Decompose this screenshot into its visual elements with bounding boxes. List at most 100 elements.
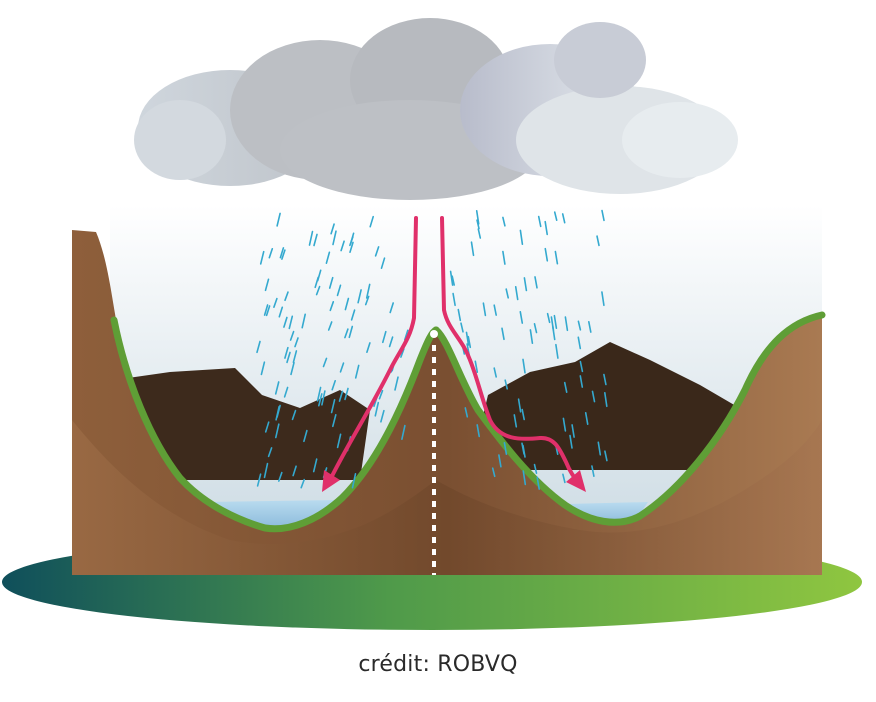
rain-drop [256, 340, 261, 354]
rain-drop [349, 241, 354, 253]
rain-drop [354, 364, 360, 379]
rain-drop [452, 292, 456, 307]
rain-drop [256, 473, 262, 487]
rain-drop [268, 248, 274, 259]
rain-drop [330, 398, 336, 414]
rain-drop [514, 285, 519, 301]
rain-drop [493, 367, 498, 378]
rain-drop [533, 322, 538, 334]
rain-drop [584, 411, 589, 426]
rain-drop [561, 213, 566, 224]
rain-drop [571, 424, 575, 438]
rain-drop [294, 337, 299, 348]
rain-drop [316, 386, 322, 402]
rain-drop [553, 314, 558, 330]
rain-drop [401, 424, 406, 441]
rain-drop [276, 212, 281, 227]
mountain-ridge [72, 230, 822, 575]
rain-drop [503, 441, 508, 456]
rain-drop [475, 210, 480, 225]
rain-drop [338, 390, 344, 402]
rain-drop [332, 230, 337, 246]
rain-drop [374, 246, 380, 257]
rain-drop [365, 283, 371, 299]
rain-drop [534, 276, 538, 289]
rain-drop [477, 228, 482, 239]
rain-drop [344, 328, 349, 339]
rain-drop [308, 230, 314, 246]
grass-left-slope [110, 316, 440, 533]
rain-drop [521, 408, 526, 421]
rain-drop [344, 297, 350, 311]
rain-drop [491, 467, 496, 478]
rain-drop [263, 304, 269, 316]
rain-drop [403, 329, 409, 341]
rain-drop [457, 308, 462, 322]
rain-drop [464, 407, 469, 418]
rain-drop [357, 289, 362, 304]
rain-drop [587, 320, 592, 333]
rain-drop [529, 329, 534, 345]
rain-drop [465, 331, 470, 346]
rain-drop [380, 257, 386, 270]
rain-drop [551, 325, 556, 341]
rain-drop [277, 471, 283, 482]
rain-drop [577, 320, 582, 331]
rain-drops [256, 209, 608, 490]
rain-drop [301, 313, 307, 329]
rain-drop [553, 211, 558, 221]
rain-drop [327, 321, 333, 331]
rain-drop [303, 429, 308, 443]
rain-drop [283, 316, 288, 328]
rain-drop [290, 361, 295, 376]
rain-drop [519, 229, 524, 245]
rain-drop [339, 362, 345, 373]
rain-drop [603, 391, 608, 408]
rain-drop [563, 381, 568, 394]
rain-drop [291, 409, 297, 421]
rain-drop [498, 454, 502, 468]
rain-drop [501, 327, 505, 341]
rain-drop [577, 336, 582, 350]
rain-drop [314, 276, 320, 289]
rain-drop [597, 441, 602, 456]
rain-drop [601, 291, 605, 307]
rain-drop [596, 235, 600, 247]
rain-drop [267, 447, 273, 458]
rain-drop [274, 381, 280, 395]
rain-drop [364, 295, 370, 306]
rain-drop [388, 336, 394, 348]
rain-drop [591, 390, 596, 403]
rain-drop [289, 330, 295, 341]
rain-drop [493, 304, 498, 316]
rain-drop [449, 270, 454, 286]
rain-drop [344, 387, 349, 401]
rain-drop [281, 249, 286, 260]
rain-drop [369, 215, 375, 228]
rain-drop [274, 423, 280, 439]
rain-drop [313, 233, 318, 247]
rain-drop [536, 476, 541, 490]
rain-drop [283, 386, 289, 398]
rain-drop [502, 216, 506, 227]
rain-drop [340, 240, 345, 252]
rain-drop [451, 275, 456, 286]
rain-drop [544, 247, 549, 262]
rain-drop [328, 276, 334, 289]
rain-drop [264, 278, 270, 292]
runoff-arrowhead-right [566, 470, 586, 492]
rain-drop [474, 360, 479, 374]
rain-drop [378, 389, 384, 400]
rain-drop [260, 361, 266, 376]
rain-drop [476, 424, 481, 438]
rain-drop [322, 357, 328, 368]
rain-drop [470, 241, 475, 257]
rain-drop [522, 470, 527, 486]
rain-drop [460, 322, 464, 333]
rain-drop [273, 297, 278, 309]
rain-drop [601, 209, 605, 222]
rain-drop [591, 465, 595, 478]
rain-drop [292, 465, 297, 477]
rain-drop [504, 379, 509, 390]
